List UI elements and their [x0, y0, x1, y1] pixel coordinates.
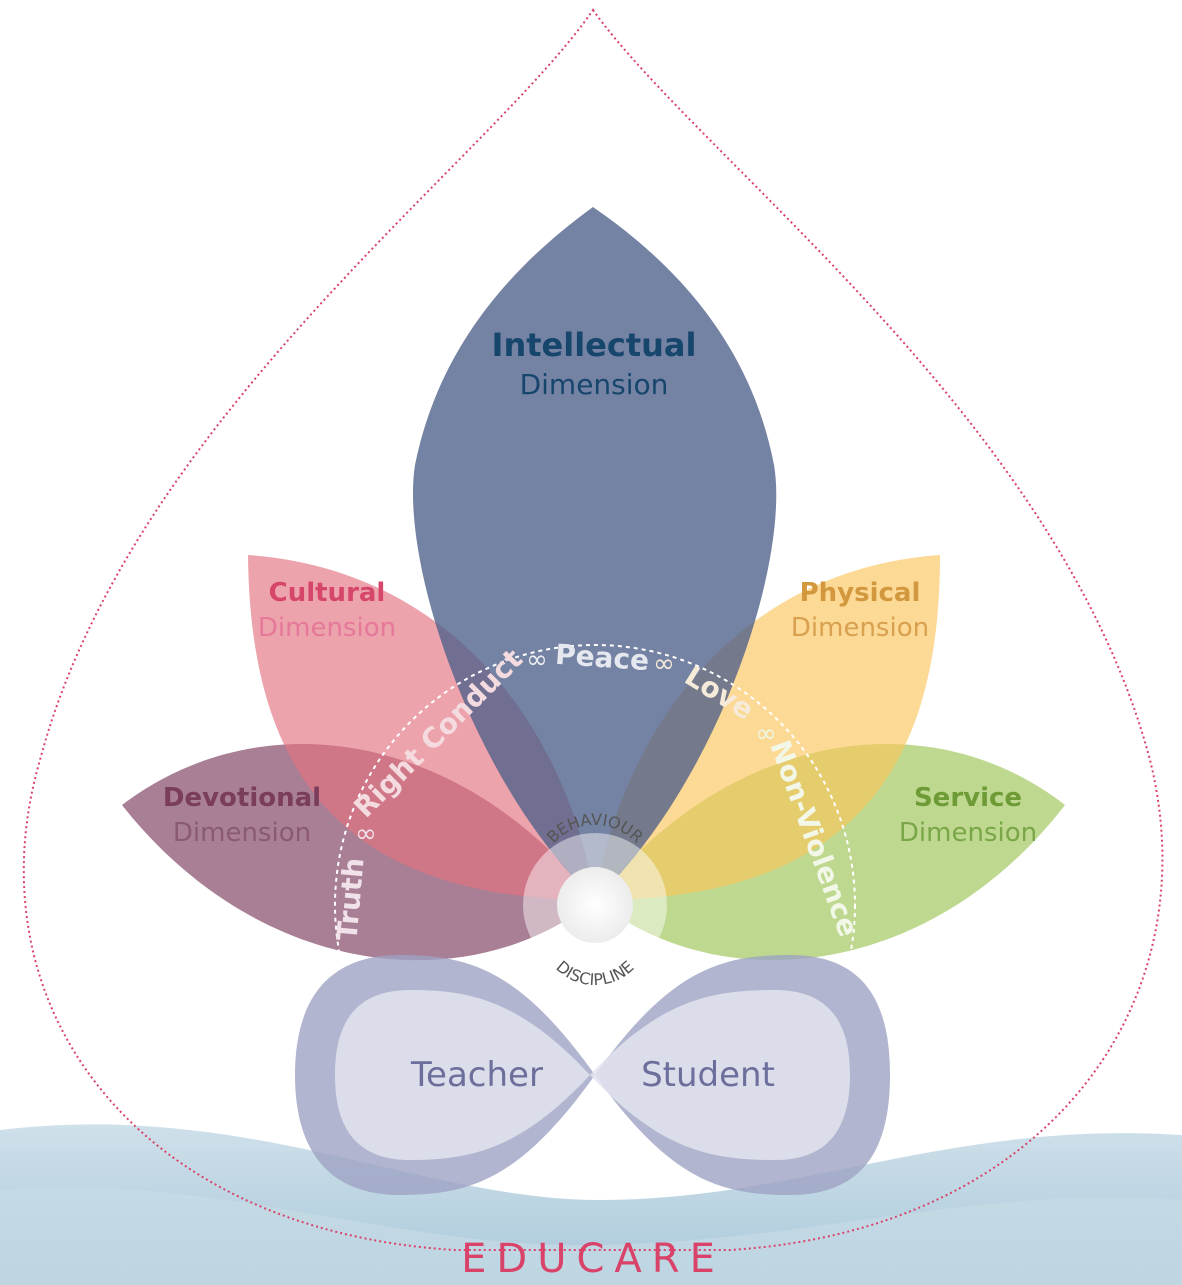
value-right-conduct: Right Conduct	[347, 642, 529, 824]
petal-physical	[595, 555, 940, 900]
separator-4: ∞	[355, 819, 377, 849]
physical-subtitle: Dimension	[791, 613, 929, 643]
center-behaviour: BEHAVIOUR	[543, 810, 647, 847]
infinity-symbol	[295, 955, 890, 1195]
devotional-subtitle: Dimension	[173, 818, 311, 848]
devotional-title: Devotional	[163, 783, 321, 813]
student-label: Student	[641, 1055, 775, 1095]
center-discipline-path: DISCIPLINE	[553, 957, 638, 989]
educare-title: EDUCARE	[461, 1236, 725, 1282]
center-medallion	[523, 833, 667, 977]
values-circle	[334, 644, 856, 1166]
service-title: Service	[914, 783, 1022, 813]
center-behaviour-path: BEHAVIOUR	[543, 810, 647, 847]
service-subtitle: Dimension	[899, 818, 1037, 848]
separator-3: ∞	[755, 719, 777, 749]
petal-cultural	[248, 555, 595, 900]
intellectual-title: Intellectual	[492, 326, 697, 364]
water-waves	[0, 1124, 1182, 1285]
teardrop-outline	[22, 8, 1164, 1251]
teacher-label: Teacher	[410, 1055, 543, 1095]
center-discipline: DISCIPLINE	[553, 957, 638, 989]
petals	[122, 207, 1065, 961]
value-peace: Peace	[554, 638, 650, 677]
value-non-violence: Non-Violence	[763, 736, 865, 941]
physical-title: Physical	[800, 578, 921, 608]
intellectual-subtitle: Dimension	[520, 368, 669, 401]
value-love: Love	[679, 659, 760, 726]
separator-2: ∞	[653, 649, 675, 679]
separator-1: ∞	[526, 645, 548, 675]
cultural-title: Cultural	[269, 578, 386, 608]
petal-intellectual	[412, 207, 777, 900]
value-truth: Truth	[330, 856, 370, 942]
cultural-subtitle: Dimension	[258, 613, 396, 643]
